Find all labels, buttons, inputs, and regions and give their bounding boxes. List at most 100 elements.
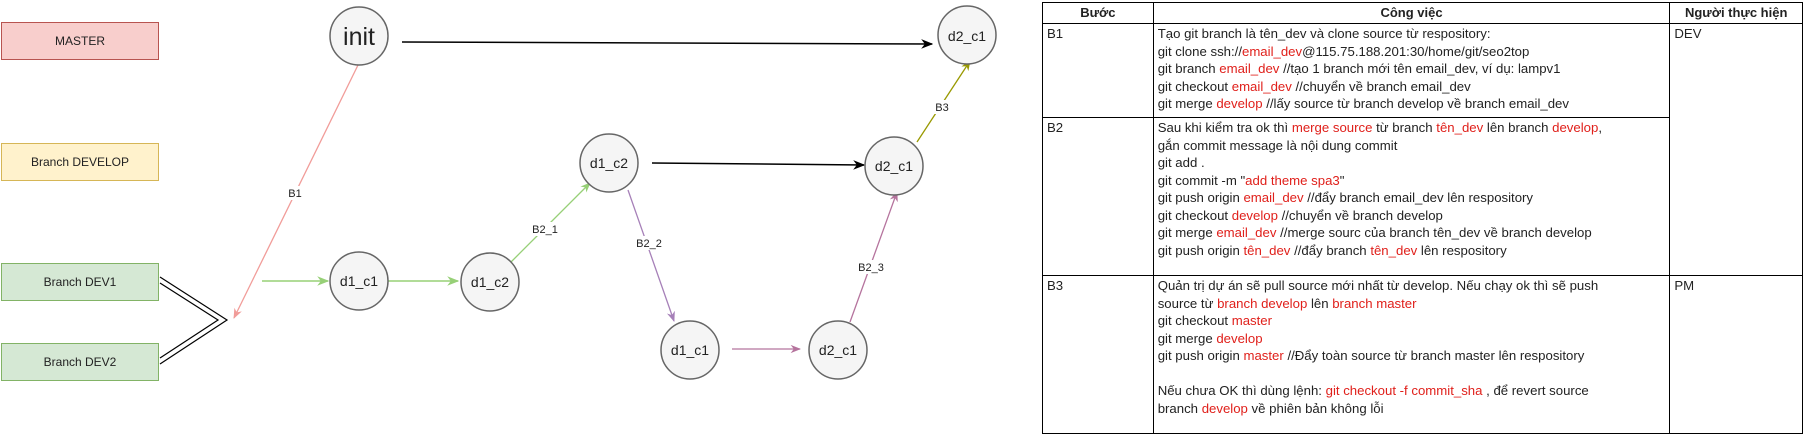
step-cell: B1 [1042,23,1154,118]
task-text: , để revert source [1482,383,1589,398]
legend-dev1: Branch DEV1 [1,263,159,301]
task-line: source từ branch develop lên branch mast… [1158,295,1666,313]
node-d1c2: d1_c2 [579,133,639,193]
task-text: Nếu chưa OK thì dùng lệnh: [1157,383,1326,398]
task-line: branch develop về phiên bản không lỗi [1158,400,1666,418]
task-text: git checkout [1157,78,1232,94]
task-text: git push origin [1157,242,1244,258]
task-text: Sau khi kiểm tra ok thì [1157,120,1292,135]
steps-table: Bước Công việc Người thực hiện B1 Tạo gi… [1042,2,1803,434]
task-text: //Đẩy toàn source từ branch master lên r… [1283,348,1585,363]
table-header-row: Bước Công việc Người thực hiện [1042,2,1803,24]
highlighted-text: email_dev [1219,61,1280,76]
task-cell: Sau khi kiểm tra ok thì merge source từ … [1152,117,1671,276]
highlighted-text: email_dev [1231,78,1292,94]
dev-branch-bracket [159,276,229,365]
highlighted-text: email_dev [1241,43,1303,59]
edge-b2-2 [627,189,675,322]
highlighted-text: tên_dev [1370,242,1418,258]
legend-develop-label: Branch DEVELOP [30,155,130,169]
table-row-b3: B3 Quản trị dự án sẽ pull source mới nhấ… [1042,275,1803,434]
task-text: git merge [1157,96,1217,111]
highlighted-text: branch master [1332,295,1417,311]
task-text: //merge sourc của branch tên_dev về bran… [1276,225,1592,240]
node-d1c2-b: d1_c2 [460,252,520,312]
task-line: git checkout master [1158,312,1666,330]
svg-text:d2_c1: d2_c1 [948,28,986,44]
task-text: git branch [1157,61,1220,76]
task-line: git commit -m "add theme spa3" [1158,172,1666,190]
task-text: @115.75.188.201:30/home/git/seo2top [1302,43,1530,59]
task-text: git checkout [1157,313,1232,328]
task-line: git merge email_dev //merge sourc của br… [1158,224,1666,242]
edge-label-b2-3: B2_3 [856,260,886,274]
highlighted-text: merge source [1291,120,1373,135]
task-line: gắn commit message là nội dung commit [1158,137,1666,155]
task-line: Nếu chưa OK thì dùng lệnh: git checkout … [1158,382,1666,400]
legend-dev2: Branch DEV2 [1,343,159,381]
step-cell: B3 [1042,275,1154,434]
task-line: Quản trị dự án sẽ pull source mới nhất t… [1158,277,1666,295]
edge-label-b3: B3 [932,100,952,114]
svg-text:d1_c1: d1_c1 [340,273,378,289]
task-text: //chuyển về branch develop [1277,207,1443,223]
owner-cell: PM [1669,275,1803,434]
legend-master-label: MASTER [54,34,105,48]
highlighted-text: git checkout -f commit_sha [1325,383,1483,398]
table-row-b2: B2 Sau khi kiểm tra ok thì merge source … [1042,117,1803,276]
task-line: git merge develop [1158,330,1666,348]
highlighted-text: tên_dev [1436,120,1484,135]
task-text: " [1339,172,1345,188]
task-text: git merge [1157,330,1217,346]
svg-text:d1_c2: d1_c2 [590,155,628,171]
task-text: git commit -m " [1157,172,1246,188]
task-text: //chuyển về branch email_dev [1291,78,1471,94]
node-d2c1-top: d2_c1 [937,5,997,65]
task-text: git push origin [1157,190,1244,205]
legend-master: MASTER [1,22,159,60]
svg-text:d2_c1: d2_c1 [875,158,913,174]
task-text: //tạo 1 branch mới tên email_dev, ví dụ:… [1279,61,1561,76]
edge-b2-3 [849,191,898,323]
node-d1c1-a: d1_c1 [329,251,389,311]
highlighted-text: tên_dev [1243,242,1291,258]
legend-develop: Branch DEVELOP [1,143,159,181]
task-line: Tạo git branch là tên_dev và clone sourc… [1158,25,1666,43]
legend-dev1-label: Branch DEV1 [43,275,117,289]
task-line: git add . [1158,154,1666,172]
node-init: init [329,6,389,66]
svg-text:B2_1: B2_1 [532,224,558,236]
edge-label-b2-2: B2_2 [634,236,664,250]
git-flow-diagram: B1 B2_1 B2_2 B2_3 B3 init d2_c1 d1_c2 d2… [159,5,997,380]
task-line: git push origin tên_dev //đẩy branch tên… [1158,242,1666,260]
highlighted-text: develop [1216,96,1263,111]
task-text: git clone ssh:// [1157,43,1242,59]
task-text: , [1598,120,1603,135]
task-text: git push origin [1157,348,1244,363]
task-line: Sau khi kiểm tra ok thì merge source từ … [1158,119,1666,137]
task-text: //lấy source từ branch develop về branch… [1262,96,1569,111]
task-text: branch [1157,400,1202,416]
task-line: git checkout email_dev //chuyển về branc… [1158,78,1666,96]
highlighted-text: email_dev [1243,190,1304,205]
legend-dev2-label: Branch DEV2 [43,355,117,369]
task-text: source từ [1157,295,1218,311]
task-text: gắn commit message là nội dung commit [1157,137,1398,153]
highlighted-text: develop [1216,330,1263,346]
svg-text:d2_c1: d2_c1 [819,342,857,358]
task-line: git checkout develop //chuyển về branch … [1158,207,1666,225]
task-text: git checkout [1157,207,1232,223]
node-d1c1-b: d1_c1 [660,320,720,380]
task-text: về phiên bản không lỗi [1247,400,1384,416]
task-line: git branch email_dev //tạo 1 branch mới … [1158,60,1666,78]
task-cell: Tạo git branch là tên_dev và clone sourc… [1152,23,1671,118]
svg-text:B2_2: B2_2 [636,238,662,250]
svg-text:B1: B1 [288,188,301,200]
highlighted-text: master [1231,313,1273,328]
task-text: git add . [1157,155,1205,170]
task-text: lên [1307,295,1333,311]
header-task: Công việc [1152,2,1671,24]
highlighted-text: branch develop [1217,295,1308,311]
task-line: git push origin master //Đẩy toàn source… [1158,347,1666,365]
task-line: git clone ssh://email_dev@115.75.188.201… [1158,43,1666,61]
